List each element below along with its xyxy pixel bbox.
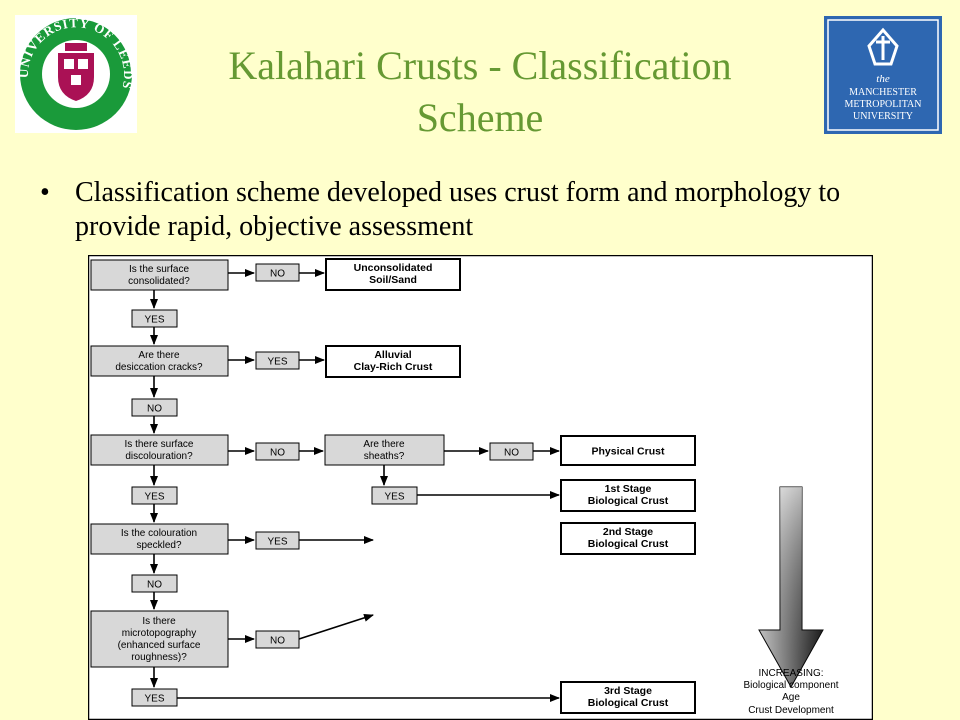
svg-text:YES: YES	[144, 492, 164, 503]
increasing-legend: INCREASING: Biological component Age Cru…	[743, 668, 838, 716]
svg-text:YES: YES	[144, 315, 164, 326]
question-box-consolidated: Is the surface consolidated?	[90, 259, 229, 291]
answer-box-yes: YES	[255, 351, 300, 370]
svg-text:Is the surface: Is the surface	[129, 264, 189, 275]
answer-box-yes: YES	[131, 309, 178, 328]
question-box-speckled: Is the colouration speckled?	[90, 523, 229, 555]
outcome-box-second-stage-crust: 2nd Stage Biological Crust	[560, 522, 696, 555]
svg-text:NO: NO	[147, 404, 162, 415]
svg-text:YES: YES	[267, 537, 287, 548]
svg-text:NO: NO	[147, 580, 162, 591]
svg-text:sheaths?: sheaths?	[364, 451, 405, 462]
svg-text:Alluvial: Alluvial	[374, 349, 411, 361]
answer-box-no: NO	[255, 263, 300, 282]
slide-title: Kalahari Crusts - Classification Scheme	[160, 40, 800, 144]
svg-text:INCREASING:: INCREASING:	[758, 668, 823, 679]
svg-text:Is there surface: Is there surface	[125, 439, 194, 450]
outcome-box-physical-crust: Physical Crust	[560, 435, 696, 466]
answer-box-no: NO	[131, 574, 178, 593]
outcome-box-unconsolidated-soil: Unconsolidated Soil/Sand	[325, 258, 461, 291]
leeds-crest	[58, 43, 94, 101]
mmu-line-1: the	[876, 73, 890, 85]
bullet-icon: •	[40, 177, 50, 208]
answer-box-no: NO	[489, 442, 534, 461]
answer-box-no: NO	[255, 630, 300, 649]
answer-box-no: NO	[131, 398, 178, 417]
svg-text:NO: NO	[504, 448, 519, 459]
answer-box-no: NO	[255, 442, 300, 461]
svg-text:Are there: Are there	[138, 350, 180, 361]
svg-text:Biological Crust: Biological Crust	[588, 697, 669, 709]
answer-box-yes: YES	[131, 688, 178, 707]
question-box-discolouration: Is there surface discolouration?	[90, 434, 229, 466]
svg-text:NO: NO	[270, 636, 285, 647]
svg-text:consolidated?: consolidated?	[128, 276, 190, 287]
slide-title-line-2: Scheme	[416, 95, 544, 140]
university-of-leeds-logo: UNIVERSITY OF LEEDS	[15, 15, 137, 133]
svg-text:Is the colouration: Is the colouration	[121, 528, 197, 539]
svg-text:Clay-Rich Crust: Clay-Rich Crust	[354, 361, 433, 373]
manchester-metropolitan-logo: the MANCHESTER METROPOLITAN UNIVERSITY	[824, 16, 942, 134]
mmu-line-4: UNIVERSITY	[853, 111, 913, 122]
question-box-sheaths: Are there sheaths?	[324, 434, 445, 466]
svg-text:NO: NO	[270, 269, 285, 280]
mmu-emblem-icon	[867, 27, 899, 66]
bullet-text: Classification scheme developed uses cru…	[75, 177, 841, 242]
classification-flowchart: Is the surface consolidated? Are there d…	[88, 255, 873, 720]
svg-text:YES: YES	[144, 694, 164, 705]
svg-text:speckled?: speckled?	[136, 540, 181, 551]
svg-text:Physical Crust: Physical Crust	[592, 446, 665, 458]
flow-connectors	[150, 269, 560, 702]
question-box-microtopography: Is there microtopography (enhanced surfa…	[90, 610, 229, 668]
question-box-desiccation: Are there desiccation cracks?	[90, 345, 229, 377]
slide-title-line-1: Kalahari Crusts - Classification	[228, 43, 732, 88]
outcome-box-alluvial-crust: Alluvial Clay-Rich Crust	[325, 345, 461, 378]
svg-text:Crust Development: Crust Development	[748, 705, 834, 716]
answer-box-yes: YES	[131, 486, 178, 505]
outcome-box-first-stage-crust: 1st Stage Biological Crust	[560, 479, 696, 512]
answer-box-yes: YES	[255, 531, 300, 550]
svg-text:3rd Stage: 3rd Stage	[604, 685, 652, 697]
mmu-line-2: MANCHESTER	[849, 87, 917, 98]
svg-text:Are there: Are there	[363, 439, 405, 450]
mmu-line-3: METROPOLITAN	[845, 99, 922, 110]
svg-text:Age: Age	[782, 692, 800, 703]
increasing-arrow-icon	[758, 486, 824, 689]
svg-text:YES: YES	[384, 492, 404, 503]
outcome-box-third-stage-crust: 3rd Stage Biological Crust	[560, 681, 696, 714]
svg-text:microtopography: microtopography	[122, 628, 196, 639]
svg-text:(enhanced surface: (enhanced surface	[118, 640, 201, 651]
svg-text:1st Stage: 1st Stage	[605, 483, 652, 495]
answer-box-yes: YES	[371, 486, 418, 505]
svg-text:Is there: Is there	[142, 616, 176, 627]
svg-text:Biological component: Biological component	[743, 680, 838, 691]
svg-text:NO: NO	[270, 448, 285, 459]
svg-text:2nd Stage: 2nd Stage	[603, 526, 653, 538]
svg-text:YES: YES	[267, 357, 287, 368]
svg-text:desiccation cracks?: desiccation cracks?	[115, 362, 203, 373]
svg-text:Soil/Sand: Soil/Sand	[369, 274, 417, 286]
svg-text:discolouration?: discolouration?	[125, 451, 193, 462]
svg-text:Biological Crust: Biological Crust	[588, 538, 669, 550]
svg-text:Unconsolidated: Unconsolidated	[354, 262, 433, 274]
svg-text:Biological Crust: Biological Crust	[588, 495, 669, 507]
svg-text:roughness)?: roughness)?	[131, 652, 187, 663]
